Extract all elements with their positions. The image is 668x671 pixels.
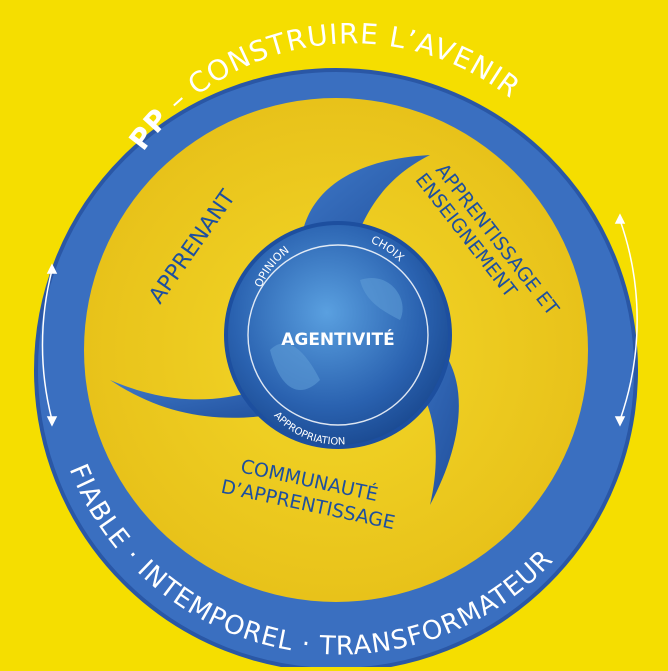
globe xyxy=(224,221,452,449)
globe-inner-ring xyxy=(247,244,429,426)
left-arrow-icon xyxy=(41,263,58,427)
center-title: AGENTIVITÉ xyxy=(281,328,395,350)
continent-shape xyxy=(360,278,403,320)
right-arrow-icon xyxy=(614,213,638,427)
continent-shape xyxy=(270,343,320,390)
